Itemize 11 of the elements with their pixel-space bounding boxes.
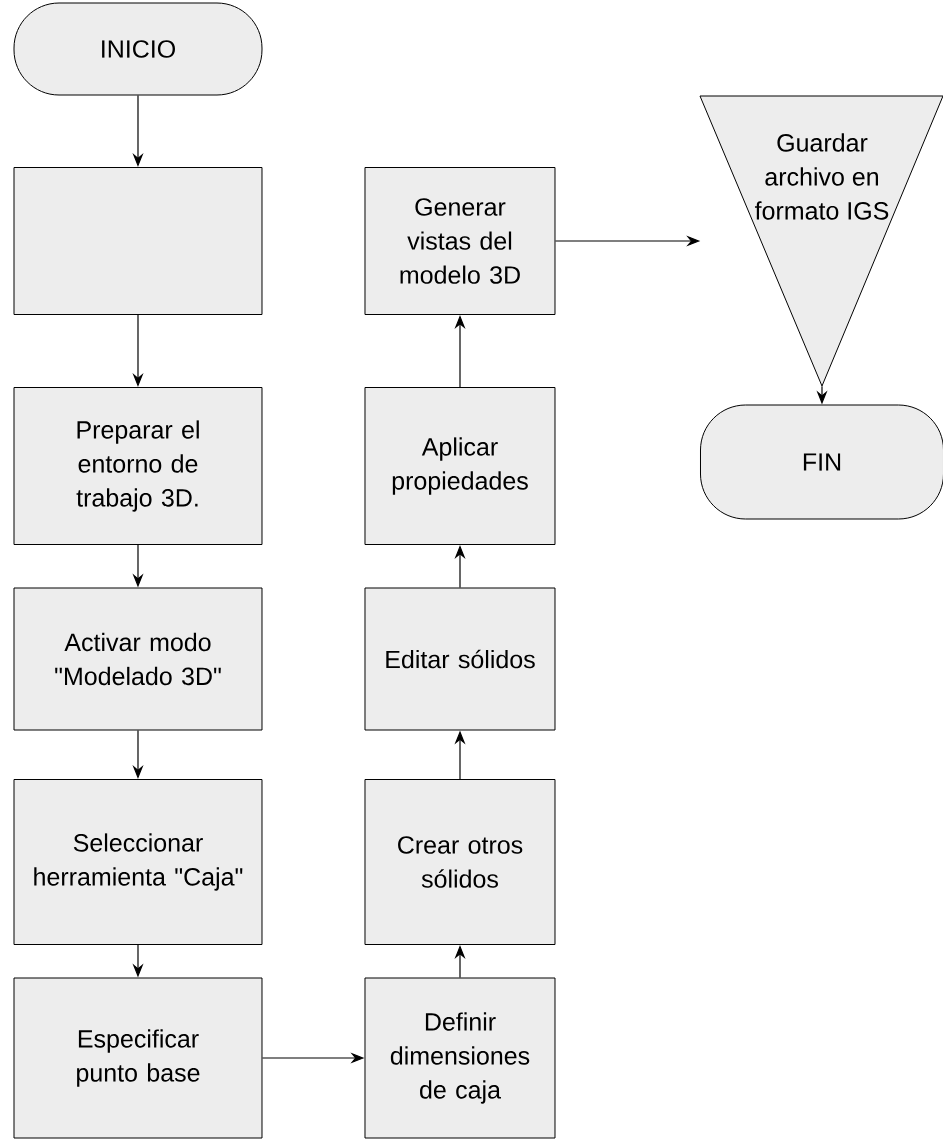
process-box: Editar sólidos xyxy=(364,587,556,731)
process-box: Seleccionar herramienta "Caja" xyxy=(13,779,263,945)
process-box: Generar vistas del modelo 3D xyxy=(364,167,556,315)
process-box: Definir dimensiones de caja xyxy=(364,977,556,1139)
process-box: Crear otros sólidos xyxy=(364,779,556,945)
process-box: Especificar punto base xyxy=(13,977,263,1139)
process-box: Aplicar propiedades xyxy=(364,387,556,545)
process-box xyxy=(13,167,263,315)
process-box: Preparar el entorno de trabajo 3D. xyxy=(13,387,263,545)
storage-triangle: Guardar archivo en formato IGS xyxy=(699,95,943,387)
process-box: Activar modo "Modelado 3D" xyxy=(13,587,263,731)
